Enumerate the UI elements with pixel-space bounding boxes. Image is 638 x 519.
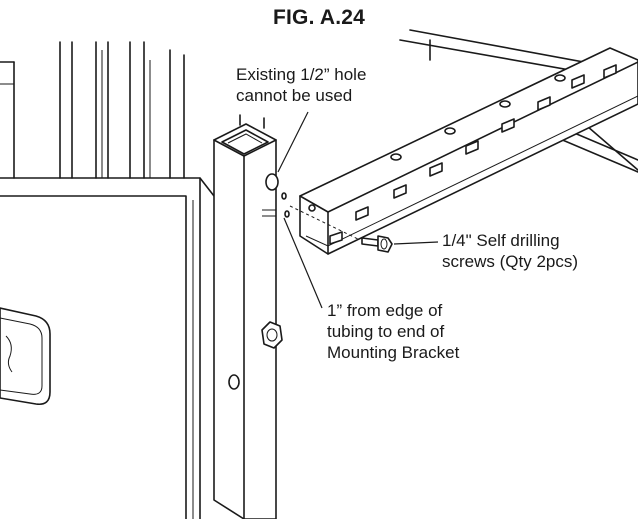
- callout-line: Mounting Bracket: [327, 343, 460, 362]
- mounting-bracket: [299, 47, 638, 255]
- callout-self-drilling-screws: 1/4" Self drilling screws (Qty 2pcs): [442, 230, 578, 272]
- square-post: [213, 123, 290, 519]
- callout-existing-hole: Existing 1/2” hole cannot be used: [236, 64, 366, 106]
- callout-line: 1” from edge of: [327, 301, 443, 320]
- leader-lines: [262, 111, 439, 309]
- callout-line: screws (Qty 2pcs): [442, 252, 579, 271]
- callout-line: Existing 1/2” hole: [236, 65, 367, 84]
- existing-hole: [265, 173, 279, 191]
- figure-title: FIG. A.24: [272, 6, 366, 29]
- self-drilling-screw: [289, 205, 393, 253]
- bracket-studs: [329, 64, 617, 245]
- callout-bracket-offset: 1” from edge of tubing to end of Mountin…: [327, 300, 459, 363]
- background-bars: [59, 41, 265, 179]
- latch-plate: [0, 307, 51, 406]
- post-bolt: [261, 321, 283, 349]
- callout-line: 1/4" Self drilling: [442, 231, 560, 250]
- gate-panel: [0, 61, 215, 519]
- callout-line: cannot be used: [236, 86, 353, 105]
- callout-line: tubing to end of: [327, 322, 445, 341]
